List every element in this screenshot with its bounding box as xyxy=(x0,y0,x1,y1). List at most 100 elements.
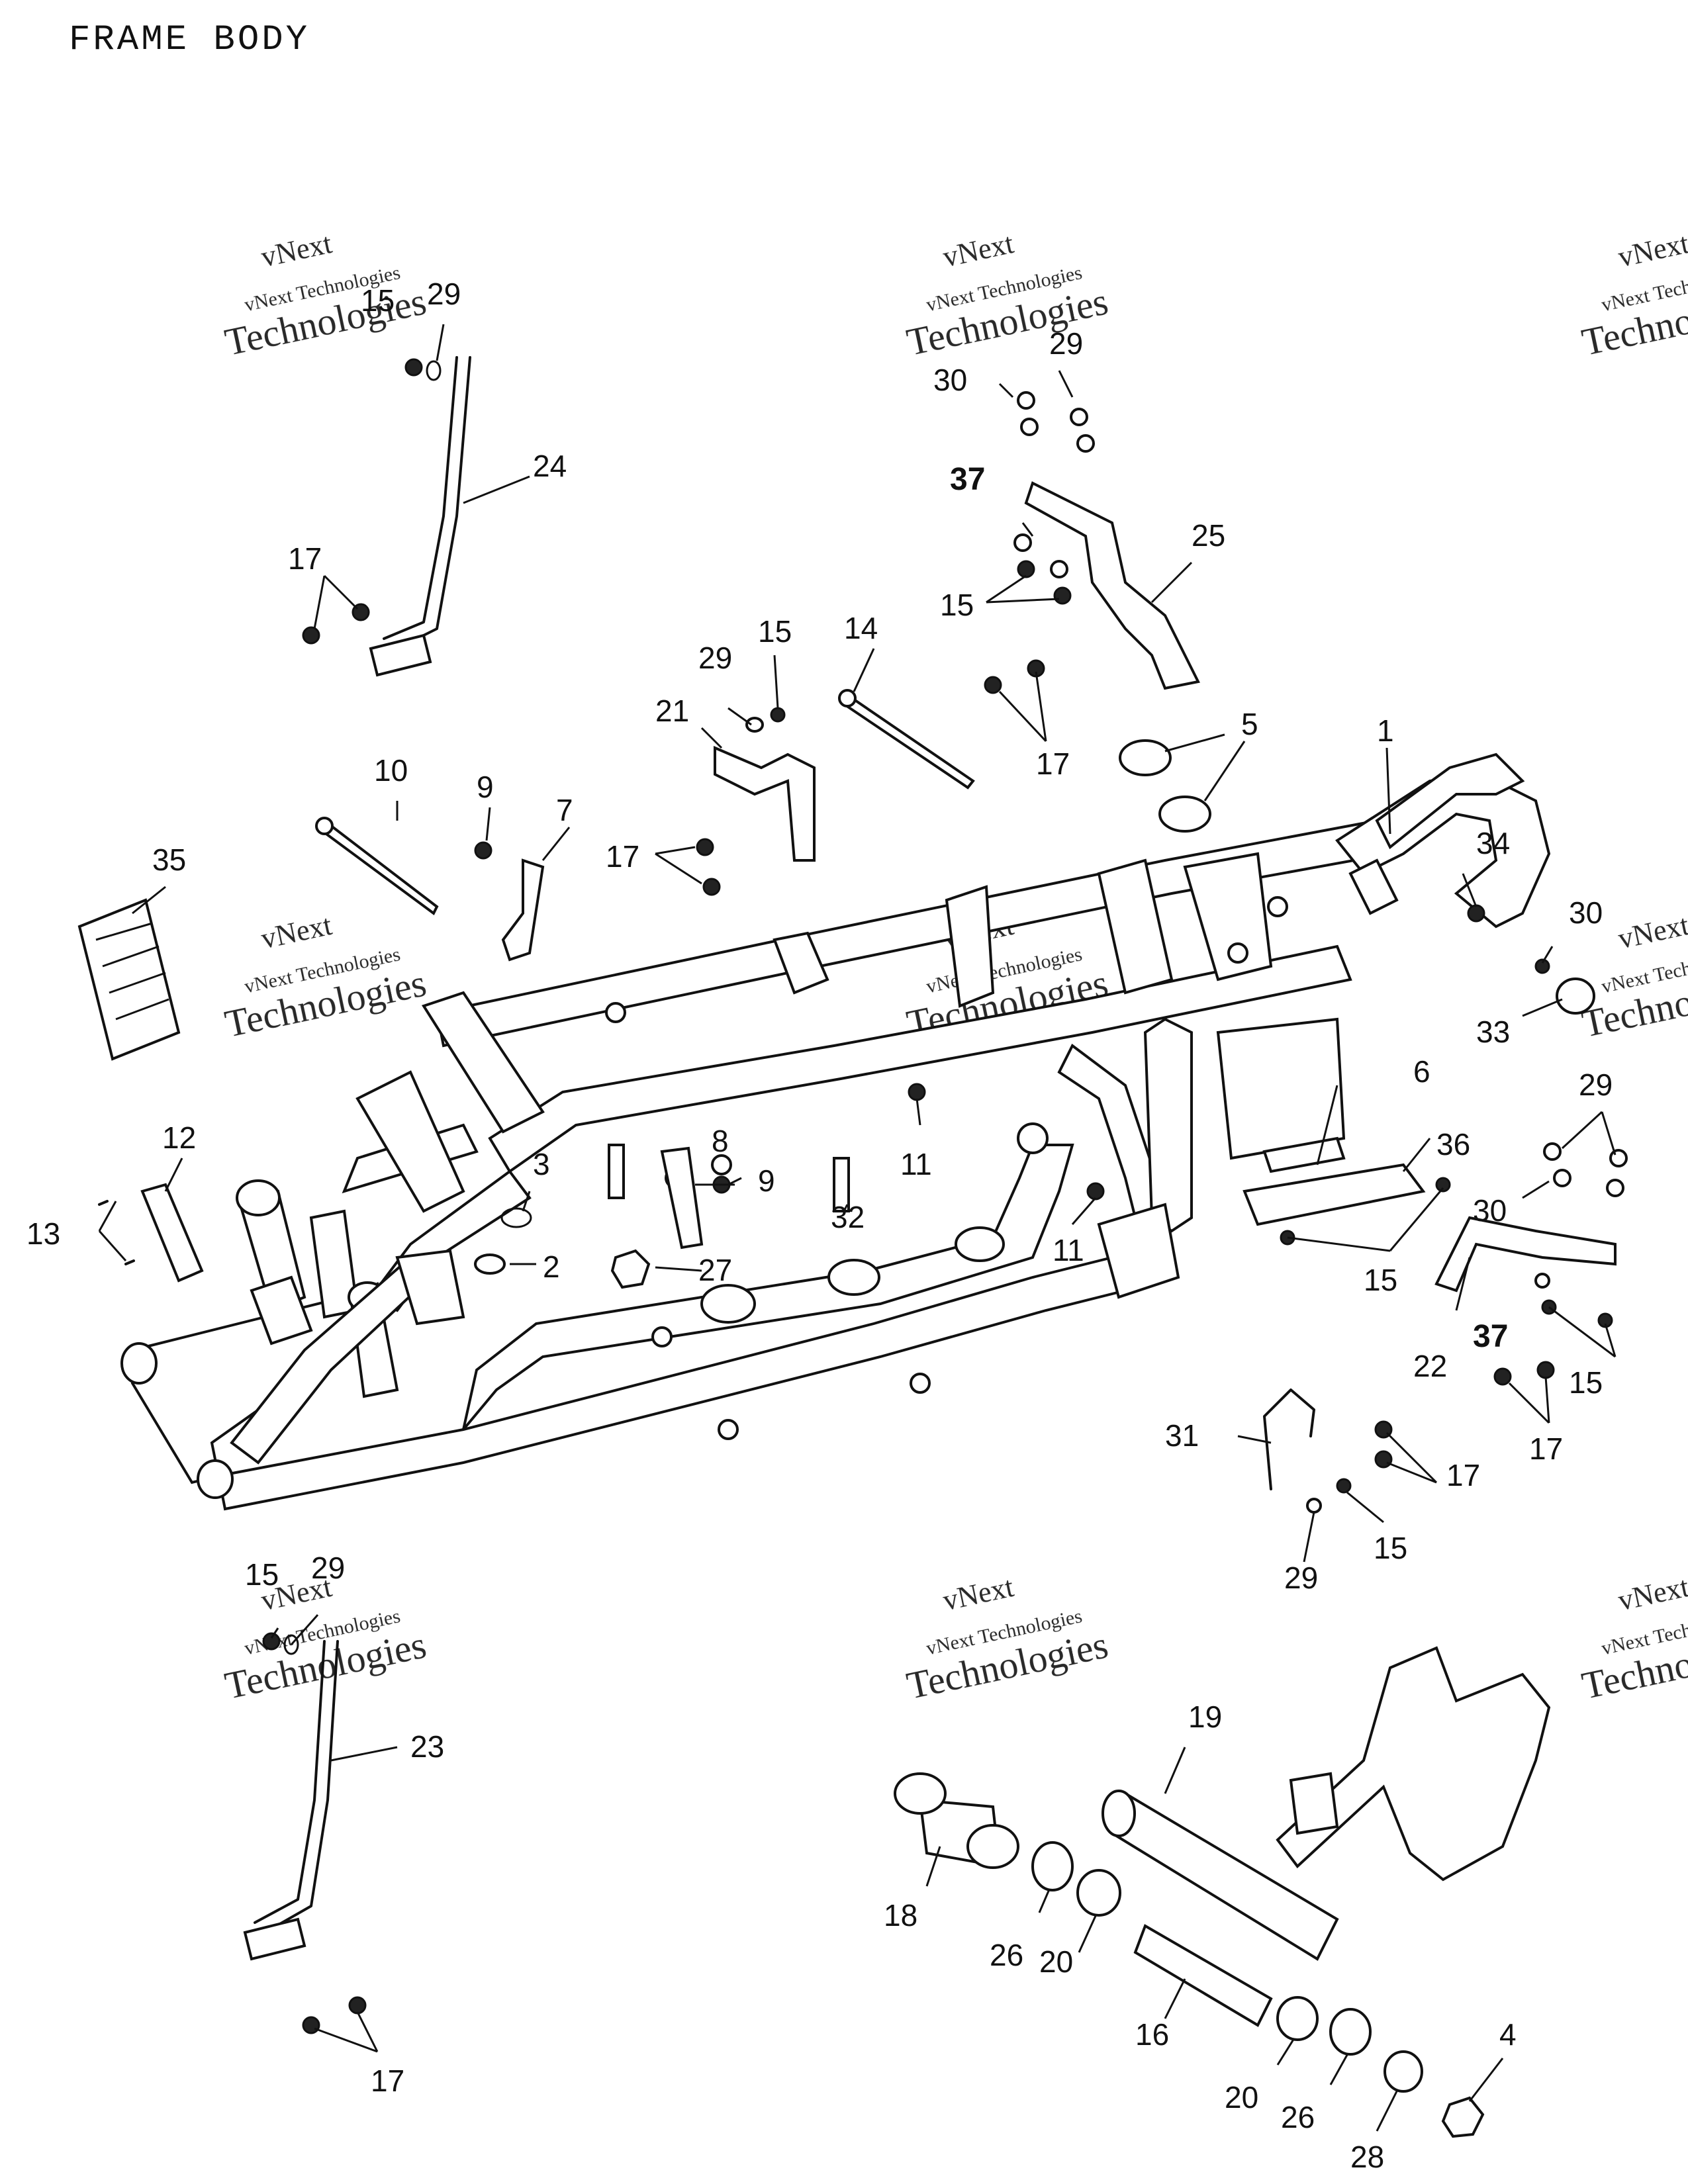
callout-28: 28 xyxy=(1350,2140,1384,2174)
callout-30c: 30 xyxy=(1473,1193,1507,1228)
svg-text:vNext: vNext xyxy=(940,227,1016,273)
callout-17a: 17 xyxy=(288,541,322,576)
part-22-bracket xyxy=(1434,1216,1617,1293)
callout-6: 6 xyxy=(1413,1054,1430,1089)
callout-25: 25 xyxy=(1192,518,1225,553)
callout-29b: 29 xyxy=(698,641,732,675)
part-32-dowel xyxy=(833,1157,850,1212)
watermark-9: vNext vNext Technologies Technologies xyxy=(1578,1570,1688,1707)
callout-11a: 11 xyxy=(900,1147,932,1181)
watermark-8: vNext vNext Technologies Technologies xyxy=(903,1570,1111,1707)
callout-5: 5 xyxy=(1241,707,1258,741)
part-28-washer xyxy=(1383,2050,1423,2093)
callout-7: 7 xyxy=(556,793,573,827)
frame-tab-8 xyxy=(1267,896,1288,917)
callout-17c: 17 xyxy=(606,839,639,874)
part-27-nut xyxy=(610,1249,651,1289)
callout-31: 31 xyxy=(1165,1418,1199,1453)
frame-center-bracket-c xyxy=(1097,858,1174,995)
part-14-bolt-head xyxy=(838,689,857,707)
part-6-plate xyxy=(1262,1136,1346,1173)
main-frame xyxy=(120,752,1551,1511)
callout-15e: 15 xyxy=(1569,1365,1603,1400)
callout-15c: 15 xyxy=(940,588,974,622)
frame-cross-tube-1 xyxy=(700,1284,756,1324)
part-25-bracket xyxy=(1024,481,1200,690)
callout-35: 35 xyxy=(152,842,186,877)
callout-29c: 29 xyxy=(1049,326,1083,361)
callout-17e: 17 xyxy=(1529,1432,1563,1466)
callout-4: 4 xyxy=(1499,2017,1517,2052)
callout-20b: 20 xyxy=(1225,2080,1258,2115)
fasteners xyxy=(262,358,1628,2034)
callout-2: 2 xyxy=(543,1250,560,1284)
watermark-2: vNext vNext Technologies Technologies xyxy=(903,227,1111,364)
frame-center-bracket-d xyxy=(1183,852,1273,981)
frame-seat-bracket xyxy=(1216,1017,1346,1160)
part-26-seal-lower xyxy=(1329,2008,1372,2056)
part-19-tube-end xyxy=(1102,1790,1136,1837)
frame-front-plate-side xyxy=(421,991,545,1134)
callout-23: 23 xyxy=(410,1729,444,1764)
callout-26a: 26 xyxy=(990,1938,1023,1972)
part-10-bolt-head xyxy=(315,817,334,835)
callout-8: 8 xyxy=(712,1124,729,1158)
svg-text:vNext: vNext xyxy=(1615,909,1688,955)
svg-text:vNext: vNext xyxy=(940,1570,1016,1617)
frame-cross-tube-2 xyxy=(827,1259,880,1296)
callout-9a: 9 xyxy=(477,770,494,804)
svg-text:vNext: vNext xyxy=(258,227,334,273)
callout-37b: 37 xyxy=(1473,1319,1508,1354)
callout-17f: 17 xyxy=(371,2064,404,2098)
watermark-1: vNext vNext Technologies Technologies xyxy=(221,227,430,364)
callout-36: 36 xyxy=(1436,1127,1470,1161)
frame-tab-1 xyxy=(605,1002,626,1023)
frame-rear-riser xyxy=(1143,1017,1193,1233)
callout-21: 21 xyxy=(655,694,689,728)
part-19-swing-arm-bracket xyxy=(1289,1772,1339,1835)
callout-29e: 29 xyxy=(1284,1561,1318,1595)
callout-24: 24 xyxy=(533,449,567,483)
callout-15d: 15 xyxy=(1364,1263,1397,1297)
callout-10: 10 xyxy=(374,753,408,788)
callout-11b: 11 xyxy=(1053,1233,1084,1267)
part-20-bushing-upper xyxy=(1076,1869,1121,1917)
callout-30b: 30 xyxy=(1569,895,1603,930)
callout-29f: 29 xyxy=(311,1551,345,1585)
callout-12: 12 xyxy=(162,1120,196,1155)
frame-front-bar-end-2 xyxy=(197,1459,234,1499)
part-9-bolt-upper xyxy=(474,841,492,860)
callout-29d: 29 xyxy=(1579,1068,1613,1102)
page-title: FRAME BODY xyxy=(69,20,310,60)
callout-30a: 30 xyxy=(933,363,967,397)
callout-19: 19 xyxy=(1188,1700,1222,1734)
frame-center-bracket-b xyxy=(945,885,995,1008)
part-10-long-bolt xyxy=(317,819,439,916)
callout-1: 1 xyxy=(1377,713,1394,748)
part-32-dowel-b xyxy=(608,1144,625,1199)
svg-text:vNext: vNext xyxy=(1615,1570,1688,1617)
part-5-mount-upper xyxy=(1119,739,1172,776)
callout-15f: 15 xyxy=(1374,1531,1407,1565)
part-5-mount-lower xyxy=(1158,796,1211,833)
part-18-sleeve-end xyxy=(894,1772,947,1815)
frame-front-plate-upper xyxy=(355,1070,465,1213)
callout-9b: 9 xyxy=(758,1163,775,1198)
callout-26b: 26 xyxy=(1281,2100,1315,2134)
watermark-4: vNext vNext Technologies Technologies xyxy=(221,909,430,1046)
part-20-bushing-lower xyxy=(1276,1996,1319,2041)
part-21-bracket xyxy=(714,745,816,862)
frame-cross-tube-3 xyxy=(955,1226,1005,1262)
frame-front-bracket xyxy=(250,1275,313,1345)
svg-text:vNext: vNext xyxy=(1615,227,1688,273)
part-24-rod xyxy=(396,356,471,650)
part-4-nut xyxy=(1441,2096,1485,2138)
part-36-bracket xyxy=(1243,1163,1426,1226)
part-16-pivot-pin xyxy=(1133,1924,1273,2027)
frame-front-post-cap-left xyxy=(236,1179,281,1216)
callout-37a: 37 xyxy=(950,462,985,497)
callout-15a: 15 xyxy=(361,283,395,318)
callout-17d: 17 xyxy=(1446,1458,1480,1492)
callout-17b: 17 xyxy=(1036,747,1070,781)
